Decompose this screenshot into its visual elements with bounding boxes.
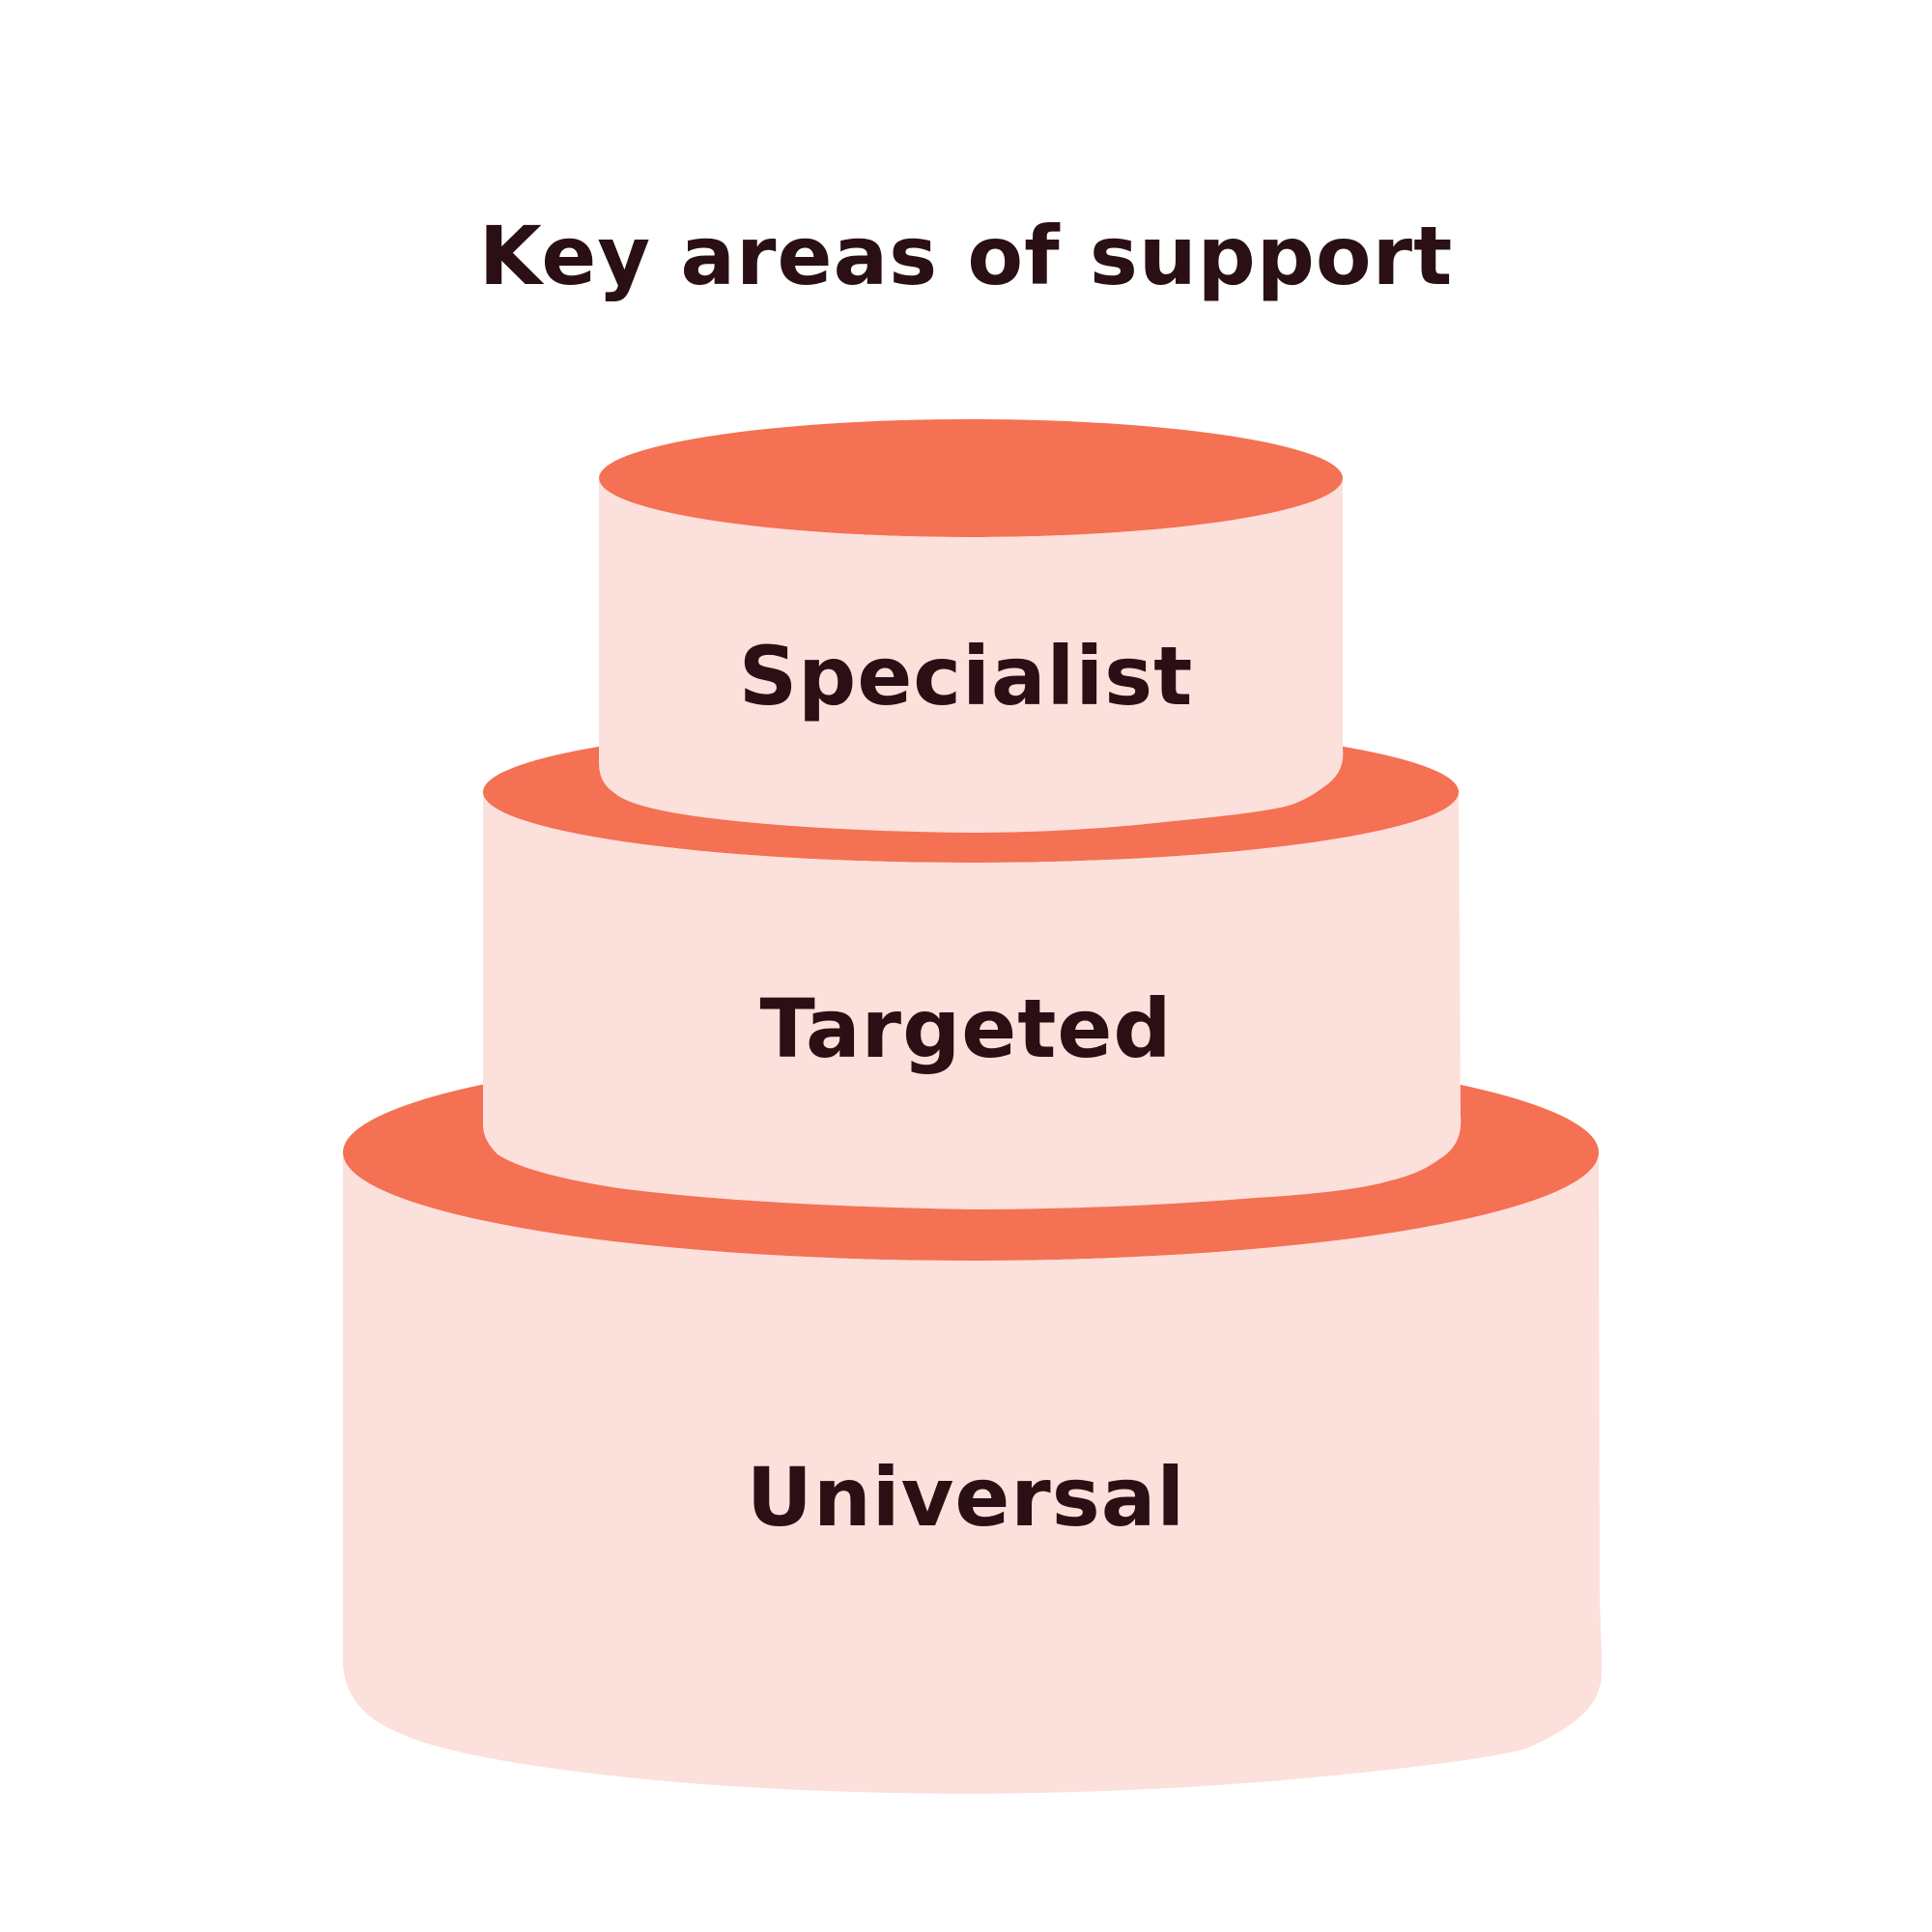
tier-bottom-side [343,1152,1602,1794]
tier-top [599,419,1344,833]
tier-label-targeted: Targeted [759,981,1173,1076]
tier-label-specialist: Specialist [738,629,1194,724]
tier-label-universal: Universal [746,1450,1186,1545]
tier-top-side [599,478,1344,833]
tier-top-top-surface [599,419,1343,537]
tier-middle-side [483,792,1462,1209]
diagram-title: Key areas of support [478,209,1454,303]
